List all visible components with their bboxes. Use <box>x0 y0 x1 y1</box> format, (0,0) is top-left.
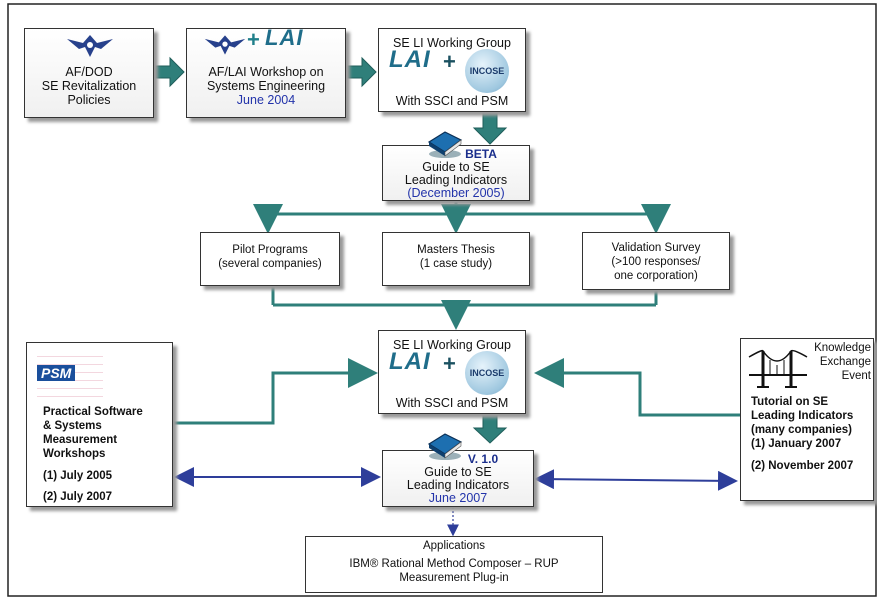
psm-line3: Measurement <box>43 434 118 446</box>
psm-workshops-box: PSM Practical Software & Systems Measure… <box>26 342 173 507</box>
pilot-programs-box: Pilot Programs (several companies) <box>200 232 340 286</box>
knowledge-exchange-box: Knowledge Exchange Event Tutorial on SE … <box>740 338 874 501</box>
applications-box: Applications IBM® Rational Method Compos… <box>305 536 603 593</box>
applications-line1: IBM® Rational Method Composer – RUP <box>349 558 559 570</box>
psm-line1: Practical Software <box>43 406 143 418</box>
workshop-line2: Systems Engineering <box>206 79 326 93</box>
af-lai-workshop-box: + LAI AF/LAI Workshop on Systems Enginee… <box>186 25 346 118</box>
psm-line4: Workshops <box>43 448 106 460</box>
v1-date: June 2007 <box>428 491 488 505</box>
psm-logo-text: PSM <box>37 365 76 381</box>
bridge-icon <box>748 349 808 388</box>
v1-guide-box: V. 1.0 Guide to SE Leading Indicators Ju… <box>382 450 534 507</box>
air-force-wings-icon <box>204 35 246 55</box>
wg-mid-subtitle: With SSCI and PSM <box>395 396 509 410</box>
validation-survey-box: Validation Survey (>100 responses/ one c… <box>582 232 730 290</box>
book-icon <box>427 433 463 460</box>
air-force-wings-icon <box>67 35 113 57</box>
beta-line1: Guide to SE <box>422 160 490 174</box>
pilot-line1: Pilot Programs <box>232 244 308 256</box>
knowledge-date1: (1) January 2007 <box>751 438 842 450</box>
af-dod-line1: AF/DOD <box>65 65 113 79</box>
knowledge-date2: (2) November 2007 <box>751 460 854 472</box>
lai-logo: LAI <box>389 348 431 375</box>
masters-thesis-box: Masters Thesis (1 case study) <box>382 232 530 286</box>
beta-badge: BETA <box>465 147 497 161</box>
wg-mid-title: SE LI Working Group <box>393 338 511 352</box>
psm-date2: (2) July 2007 <box>43 491 113 503</box>
page-border <box>7 3 877 597</box>
knowledge-caption1: Knowledge <box>814 342 871 354</box>
lai-logo: LAI <box>265 25 304 50</box>
block-arrow-down-1 <box>472 112 508 145</box>
wg-top-title: SE LI Working Group <box>393 36 511 50</box>
workshop-date: June 2004 <box>236 93 296 107</box>
working-group-top-box: SE LI Working Group LAI + INCOSE With SS… <box>378 28 526 112</box>
lai-logo: LAI <box>389 46 431 73</box>
plus-sign: + <box>247 27 260 52</box>
psm-line2: & Systems <box>43 420 102 432</box>
block-arrow-down-2 <box>472 414 508 444</box>
knowledge-caption2: Exchange <box>819 356 871 368</box>
af-dod-box: AF/DOD SE Revitalization Policies <box>24 28 154 118</box>
knowledge-caption3: Event <box>841 370 871 382</box>
wg-top-subtitle: With SSCI and PSM <box>395 94 509 108</box>
thesis-line1: Masters Thesis <box>417 244 495 256</box>
applications-line2: Measurement Plug-in <box>399 572 509 584</box>
workshop-line1: AF/LAI Workshop on <box>208 65 324 79</box>
incose-logo: INCOSE <box>465 49 509 93</box>
beta-date: (December 2005) <box>407 186 505 200</box>
survey-line3: one corporation) <box>614 270 698 282</box>
knowledge-line3: (many companies) <box>751 424 852 436</box>
working-group-mid-box: SE LI Working Group LAI + INCOSE With SS… <box>378 330 526 414</box>
survey-line2: (>100 responses/ <box>611 256 701 268</box>
v1-badge: V. 1.0 <box>467 452 499 466</box>
book-icon <box>427 131 463 158</box>
block-arrow-2 <box>347 56 377 88</box>
beta-line2: Leading Indicators <box>404 173 508 187</box>
v1-line2: Leading Indicators <box>406 478 510 492</box>
knowledge-caption: Knowledge Exchange Event <box>814 341 871 383</box>
af-dod-line3: Policies <box>67 93 111 107</box>
v1-line1: Guide to SE <box>424 465 492 479</box>
applications-title: Applications <box>422 540 485 552</box>
psm-logo: PSM <box>37 349 103 397</box>
plus-sign: + <box>443 351 456 376</box>
af-dod-line2: SE Revitalization <box>41 79 137 93</box>
survey-line1: Validation Survey <box>611 242 701 254</box>
psm-date1: (1) July 2005 <box>43 470 113 482</box>
block-arrow-1 <box>155 56 185 88</box>
incose-logo: INCOSE <box>465 351 509 395</box>
knowledge-line2: Leading Indicators <box>751 410 854 422</box>
knowledge-line1: Tutorial on SE <box>751 396 829 408</box>
pilot-line2: (several companies) <box>218 258 322 270</box>
thesis-line2: (1 case study) <box>419 258 493 270</box>
plus-sign: + <box>443 49 456 74</box>
